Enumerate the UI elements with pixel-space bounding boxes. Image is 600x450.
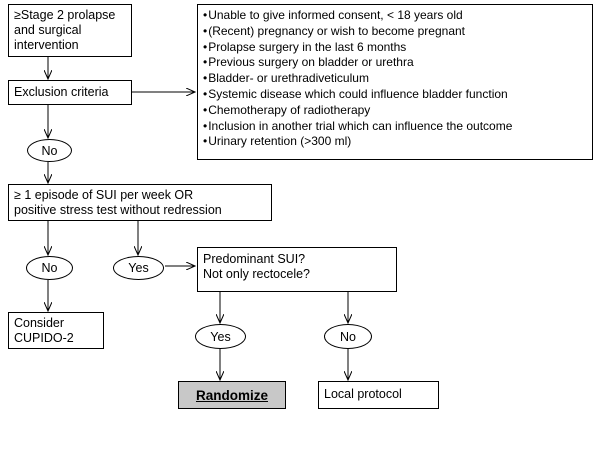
criteria-item: Inclusion in another trial which can inf… [203,119,587,135]
exclusion-criteria-label: Exclusion criteria [14,85,109,99]
randomize-label: Randomize [195,387,268,403]
criteria-item: Bladder- or urethradiveticulum [203,71,587,87]
no-oval-sui: No [26,256,73,280]
yes-oval-sui: Yes [113,256,164,280]
yes-oval-predominant: Yes [195,324,246,349]
predominant-line-1: Predominant SUI? [203,252,306,266]
no-oval-predominant-label: No [340,329,356,344]
cupido-line-2: CUPIDO-2 [14,331,74,345]
exclusion-criteria-box: Exclusion criteria [8,80,132,105]
criteria-item: Previous surgery on bladder or urethra [203,55,587,71]
consider-cupido-box: Consider CUPIDO-2 [8,312,104,349]
cupido-line-1: Consider [14,316,65,330]
randomize-box: Randomize [178,381,286,409]
no-oval-sui-label: No [41,261,58,275]
criteria-item: Chemotherapy of radiotherapy [203,103,587,119]
local-protocol-label: Local protocol [324,387,402,401]
stage2-line-1: ≥Stage 2 prolapse [14,8,116,22]
stage2-line-3: intervention [14,38,79,52]
yes-oval-sui-label: Yes [128,261,149,275]
criteria-item: (Recent) pregnancy or wish to become pre… [203,24,587,40]
sui-line-1: ≥ 1 episode of SUI per week OR [14,188,194,202]
criteria-list: Unable to give informed consent, < 18 ye… [203,8,587,150]
stage2-line-2: and surgical [14,23,82,37]
criteria-list-box: Unable to give informed consent, < 18 ye… [197,4,593,160]
local-protocol-box: Local protocol [318,381,439,409]
predominant-sui-box: Predominant SUI? Not only rectocele? [197,247,397,292]
sui-criteria-box: ≥ 1 episode of SUI per week OR positive … [8,184,272,221]
no-oval-exclusion-label: No [41,143,58,158]
predominant-line-2: Not only rectocele? [203,267,311,281]
no-oval-predominant: No [324,324,372,349]
yes-oval-predominant-label: Yes [210,329,231,344]
criteria-item: Unable to give informed consent, < 18 ye… [203,8,587,24]
no-oval-exclusion: No [27,139,72,162]
criteria-item: Systemic disease which could influence b… [203,87,587,103]
sui-line-2: positive stress test without redression [14,203,222,217]
criteria-item: Urinary retention (>300 ml) [203,134,587,150]
criteria-item: Prolapse surgery in the last 6 months [203,40,587,56]
stage2-prolapse-box: ≥Stage 2 prolapse and surgical intervent… [8,4,132,57]
